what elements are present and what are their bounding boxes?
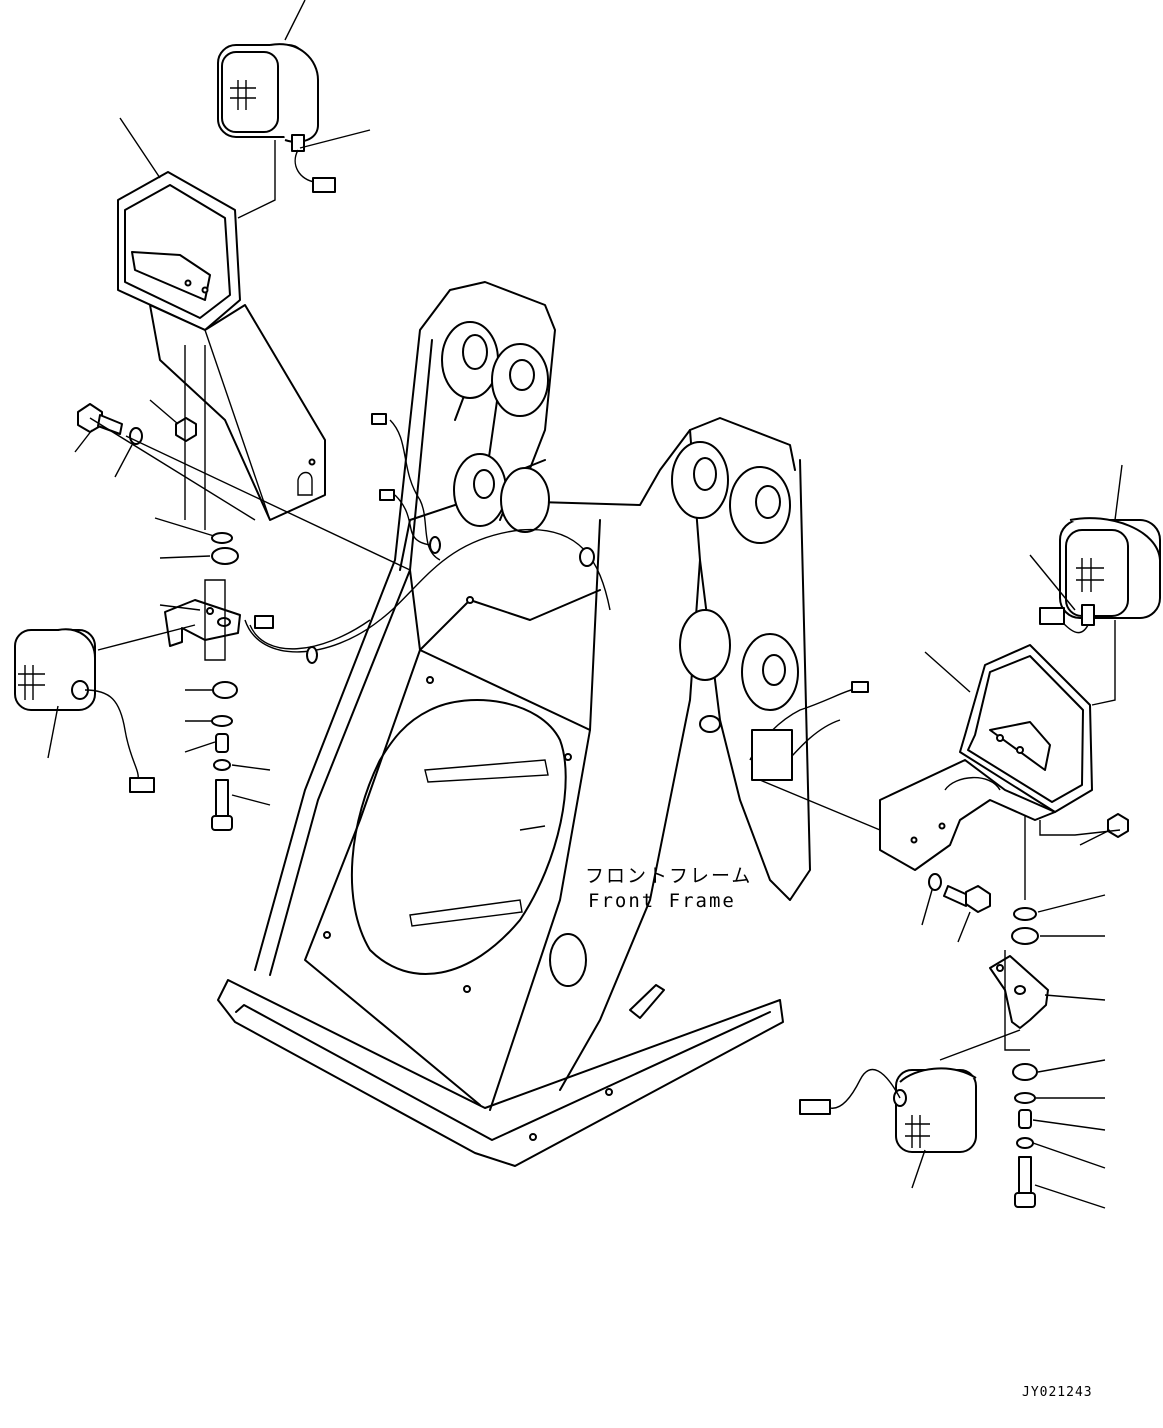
bracket-icon (751, 729, 793, 781)
front-frame (217, 281, 811, 1167)
clamp-icon (429, 536, 441, 554)
clamp-icon (579, 547, 595, 567)
left-upper-lamp (217, 43, 336, 193)
connector-icon (379, 489, 395, 501)
right-hardware-stack (759, 620, 1129, 1208)
callout-leaders (47, 0, 1123, 1209)
right-lamp-guard (879, 644, 1093, 871)
connector-icon (371, 413, 387, 425)
left-lamp-guard (117, 171, 326, 521)
right-upper-lamp (1039, 517, 1161, 634)
drawing-code: JY021243 (1022, 1385, 1093, 1400)
clamp-icon (306, 646, 318, 664)
frame-label-japanese: フロントフレーム (585, 865, 752, 887)
wiring-harness (244, 413, 869, 781)
left-lower-lamp (14, 628, 155, 793)
left-hardware-stack (77, 140, 411, 831)
right-lower-lamp (799, 1067, 977, 1153)
frame-label-english: Front Frame (588, 890, 736, 912)
connector-icon (851, 681, 869, 693)
connector-icon (254, 615, 274, 629)
